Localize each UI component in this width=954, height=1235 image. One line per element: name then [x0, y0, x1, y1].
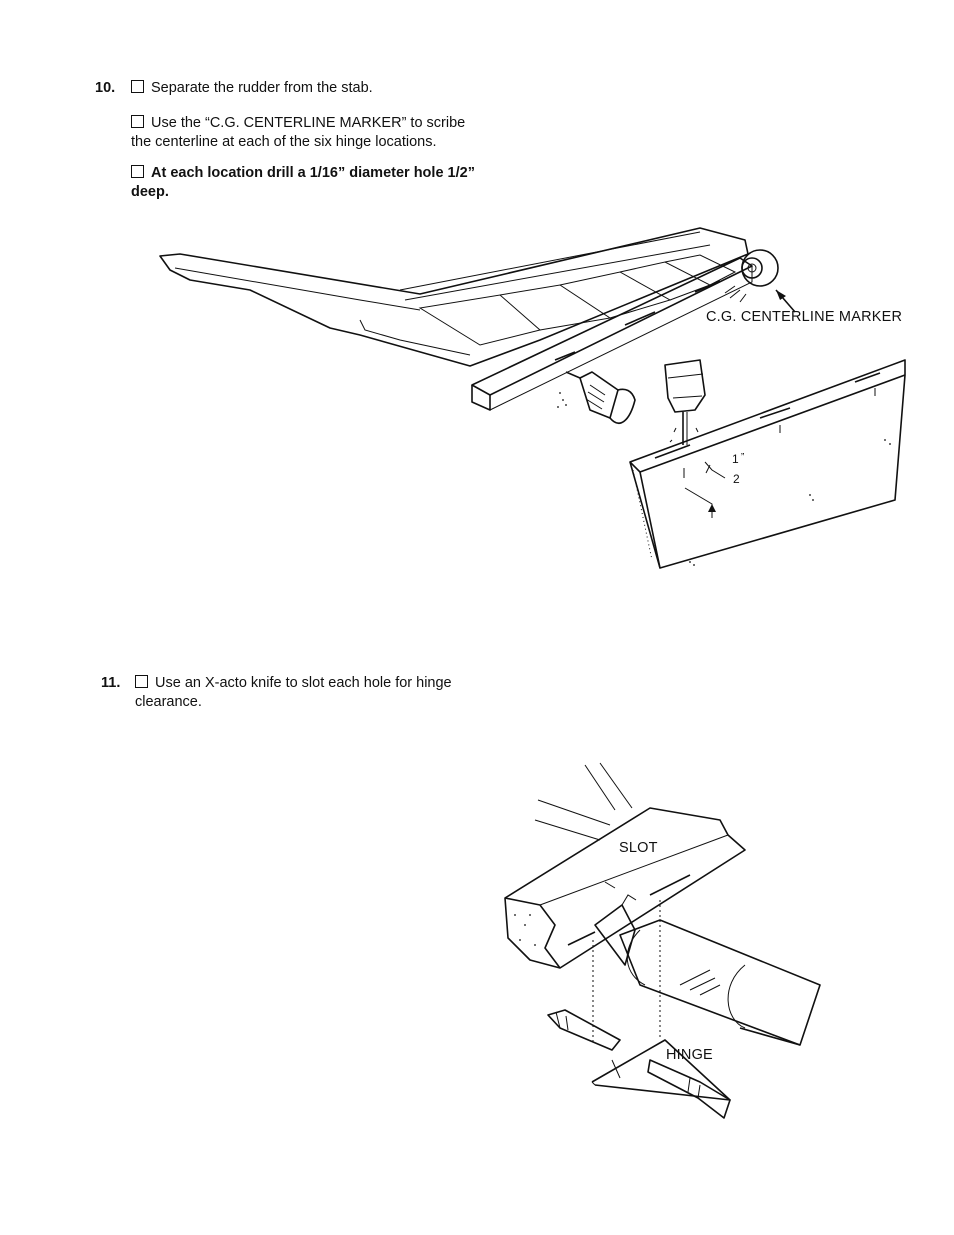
- slot-label: SLOT: [619, 840, 658, 856]
- hinge-label: HINGE: [666, 1047, 713, 1063]
